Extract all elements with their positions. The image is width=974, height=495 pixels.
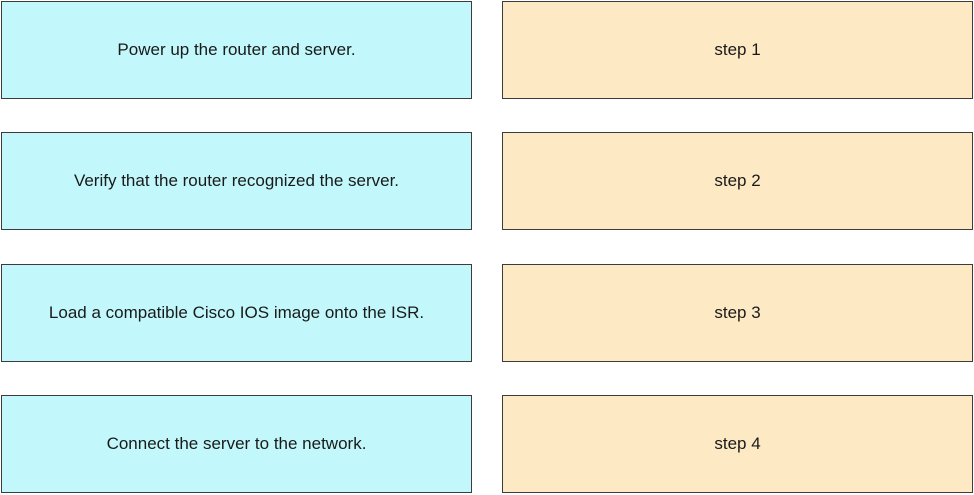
row-2: Verify that the router recognized the se… [0,132,974,232]
row-3: Load a compatible Cisco IOS image onto t… [0,264,974,364]
step-target-2[interactable]: step 2 [502,132,973,230]
action-item-1[interactable]: Power up the router and server. [1,1,472,99]
action-item-4[interactable]: Connect the server to the network. [1,395,472,493]
step-target-3[interactable]: step 3 [502,264,973,362]
step-target-1[interactable]: step 1 [502,1,973,99]
action-item-3[interactable]: Load a compatible Cisco IOS image onto t… [1,264,472,362]
row-4: Connect the server to the network. step … [0,395,974,495]
action-item-2[interactable]: Verify that the router recognized the se… [1,132,472,230]
step-target-4[interactable]: step 4 [502,395,973,493]
row-1: Power up the router and server. step 1 [0,1,974,101]
